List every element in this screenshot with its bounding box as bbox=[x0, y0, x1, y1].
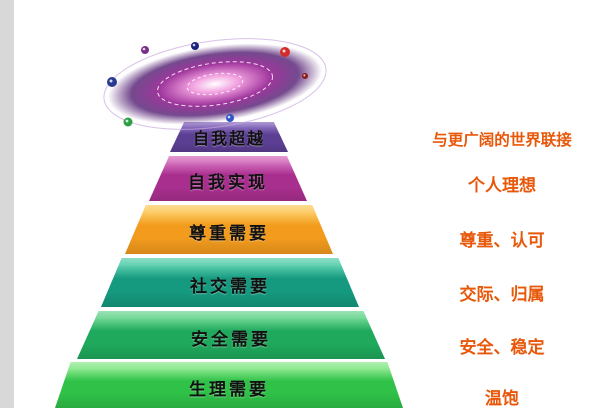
pyramid-level-social: 社交需要 bbox=[101, 258, 359, 307]
level-label: 生理需要 bbox=[189, 379, 269, 399]
annotation-safety: 安全、稳定 bbox=[459, 338, 545, 357]
level-label: 自我超越 bbox=[192, 131, 265, 148]
orbit-dot bbox=[302, 73, 308, 79]
annotation-physiological: 温饱 bbox=[485, 389, 519, 408]
pyramid-level-self-actualization: 自我实现 bbox=[149, 156, 307, 201]
orbit-dot bbox=[191, 42, 199, 50]
level-label: 自我实现 bbox=[188, 173, 268, 192]
level-label: 社交需要 bbox=[190, 277, 270, 296]
pyramid-level-self-transcendence: 自我超越 bbox=[170, 122, 288, 152]
annotation-self-transcendence: 与更广阔的世界联接 bbox=[432, 132, 572, 149]
orbit-dot bbox=[280, 47, 290, 57]
annotation-self-actualization: 个人理想 bbox=[468, 176, 536, 195]
orbit-dot bbox=[141, 46, 149, 54]
orbit-dot bbox=[107, 77, 117, 87]
pyramid-level-safety: 安全需要 bbox=[77, 311, 385, 359]
annotation-esteem: 尊重、认可 bbox=[459, 231, 545, 250]
left-gray-strip bbox=[0, 0, 14, 408]
orbit-dot bbox=[123, 117, 133, 127]
pyramid-level-physiological: 生理需要 bbox=[55, 362, 403, 408]
pyramid-level-esteem: 尊重需要 bbox=[125, 205, 333, 254]
level-label: 安全需要 bbox=[191, 329, 271, 349]
annotation-social: 交际、归属 bbox=[459, 285, 545, 304]
level-label: 尊重需要 bbox=[189, 224, 269, 243]
orbit-dot bbox=[226, 114, 234, 122]
